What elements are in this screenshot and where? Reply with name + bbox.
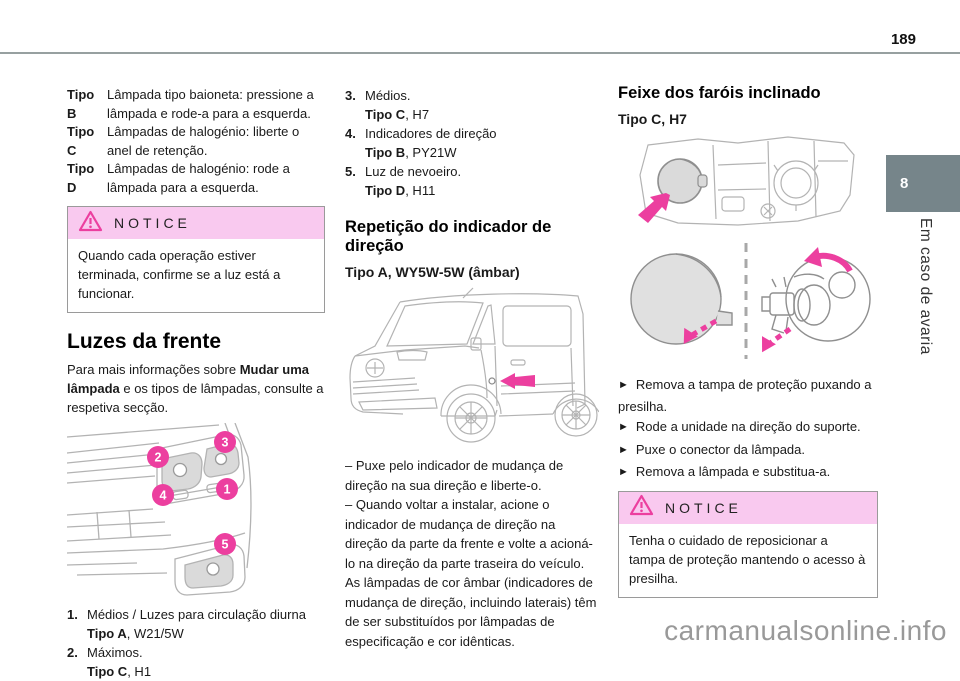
headlight-beam-steps: ►Remova a tampa de proteção puxando a pr… [618, 375, 878, 484]
item-number: 4. [345, 126, 356, 141]
notice-header: NOTICE [68, 207, 324, 239]
def-desc: Lâmpadas de halogénio: rode a lâmpada pa… [107, 161, 290, 195]
column-1: Tipo B Lâmpada tipo baioneta: pressione … [67, 84, 325, 681]
svg-text:1: 1 [224, 483, 231, 497]
chapter-tab: 8 [886, 155, 960, 212]
triangle-bullet-icon: ► [618, 379, 629, 391]
notice-box-general: NOTICE Quando cada operação estiver term… [67, 206, 325, 313]
bulb-type-definitions: Tipo B Lâmpada tipo baioneta: pressione … [67, 86, 325, 197]
def-tipo-d: Tipo D Lâmpadas de halogénio: rode a lâm… [67, 160, 325, 197]
item-number: 1. [67, 607, 78, 622]
car-front-illustration: 2 3 1 4 5 [67, 423, 252, 596]
page-top-rule [0, 52, 960, 54]
indicator-arrow-icon [500, 373, 535, 389]
indicator-repeater-subtitle: Tipo A, WY5W-5W (âmbar) [345, 264, 520, 280]
list-item-1: 1. Médios / Luzes para circulação diurna… [67, 605, 325, 643]
def-tipo-c: Tipo C Lâmpadas de halogénio: liberte o … [67, 123, 325, 160]
item-number: 5. [345, 164, 356, 179]
item-text: Médios.Tipo C, H7 [365, 88, 430, 122]
notice-box-cap: NOTICE Tenha o cuidado de reposicionar a… [618, 490, 878, 598]
svg-text:4: 4 [160, 489, 167, 503]
item-number: 3. [345, 88, 356, 103]
front-lights-list-3-5: 3. Médios.Tipo C, H7 4. Indicadores de d… [345, 86, 599, 200]
repeater-step-2: – Quando voltar a instalar, acione o ind… [345, 497, 593, 571]
beam-step-1: ►Remova a tampa de proteção puxando a pr… [618, 377, 872, 414]
cap-and-bulb-illustration [630, 243, 871, 359]
marker-3: 3 [214, 431, 236, 453]
warning-triangle-icon [629, 494, 654, 521]
repeater-step-1: – Puxe pelo indicador de mudança de dire… [345, 458, 564, 493]
column-2: 3. Médios.Tipo C, H7 4. Indicadores de d… [345, 84, 599, 651]
intro-bold-ref: Mudar uma lâmpada [67, 362, 310, 396]
marker-4: 4 [152, 484, 174, 506]
rotate-arrow-icon [804, 247, 853, 273]
def-tipo-b: Tipo B Lâmpada tipo baioneta: pressione … [67, 86, 325, 123]
triangle-bullet-icon: ► [618, 443, 629, 456]
marker-2: 2 [147, 446, 169, 468]
marker-5: 5 [214, 533, 236, 555]
watermark: carmanualsonline.info [664, 615, 947, 646]
cap-arrow-icon [638, 193, 670, 223]
section-title-headlight-beam: Feixe dos faróis inclinado [618, 84, 821, 102]
item-text: Luz de nevoeiro.Tipo D, H11 [365, 164, 462, 198]
repeater-note: As lâmpadas de cor âmbar (indicadores de… [345, 575, 597, 649]
notice-header: NOTICE [619, 491, 877, 524]
notice-title: NOTICE [114, 215, 191, 231]
def-term: Tipo C [67, 124, 95, 158]
def-desc: Lâmpada tipo baioneta: pressione a lâmpa… [107, 87, 314, 121]
def-term: Tipo D [67, 161, 95, 195]
intro-text: Para mais informações sobre [67, 362, 240, 377]
beam-step-2: ►Rode a unidade na direção do suporte. [618, 419, 861, 434]
intro-text: e os tipos de lâmpadas, consulte a respe… [67, 381, 324, 415]
svg-text:3: 3 [222, 436, 229, 450]
chapter-tab-number: 8 [900, 175, 909, 192]
front-lights-intro: Para mais informações sobre Mudar uma lâ… [67, 360, 325, 417]
section-title-indicator-repeater: Repetição do indicador de direção [345, 218, 552, 255]
van-illustration [349, 287, 599, 443]
warning-triangle-icon [78, 210, 103, 237]
marker-1: 1 [216, 478, 238, 500]
page-number: 189 [890, 31, 916, 48]
notice-title: NOTICE [665, 499, 742, 516]
section-title-front-lights: Luzes da frente [67, 330, 222, 353]
column-3: Feixe dos faróis inclinado Tipo C, H7 [618, 84, 878, 598]
headlight-rear-illustration [638, 136, 855, 226]
beam-step-3: ►Puxe o conector da lâmpada. [618, 441, 805, 457]
svg-text:2: 2 [155, 451, 162, 465]
headlight-beam-subtitle: Tipo C, H7 [618, 111, 687, 127]
notice-body: Quando cada operação estiver terminada, … [68, 239, 324, 312]
def-desc: Lâmpadas de halogénio: liberte o anel de… [107, 124, 300, 158]
list-item-3: 3. Médios.Tipo C, H7 [345, 86, 599, 124]
cap-pull-arrow-icon [683, 318, 718, 345]
triangle-bullet-icon: ► [618, 466, 629, 478]
list-item-5: 5. Luz de nevoeiro.Tipo D, H11 [345, 162, 599, 200]
chapter-label: Em caso de avaria [917, 218, 934, 355]
def-term: Tipo B [67, 87, 95, 121]
bulb-pull-arrow-icon [762, 326, 792, 353]
beam-step-4: ►Remova a lâmpada e substitua-a. [618, 464, 831, 479]
svg-text:5: 5 [222, 538, 229, 552]
notice-body: Tenha o cuidado de reposicionar a tampa … [619, 523, 877, 597]
triangle-bullet-icon: ► [618, 421, 629, 433]
front-lights-list-1-2: 1. Médios / Luzes para circulação diurna… [67, 605, 325, 681]
